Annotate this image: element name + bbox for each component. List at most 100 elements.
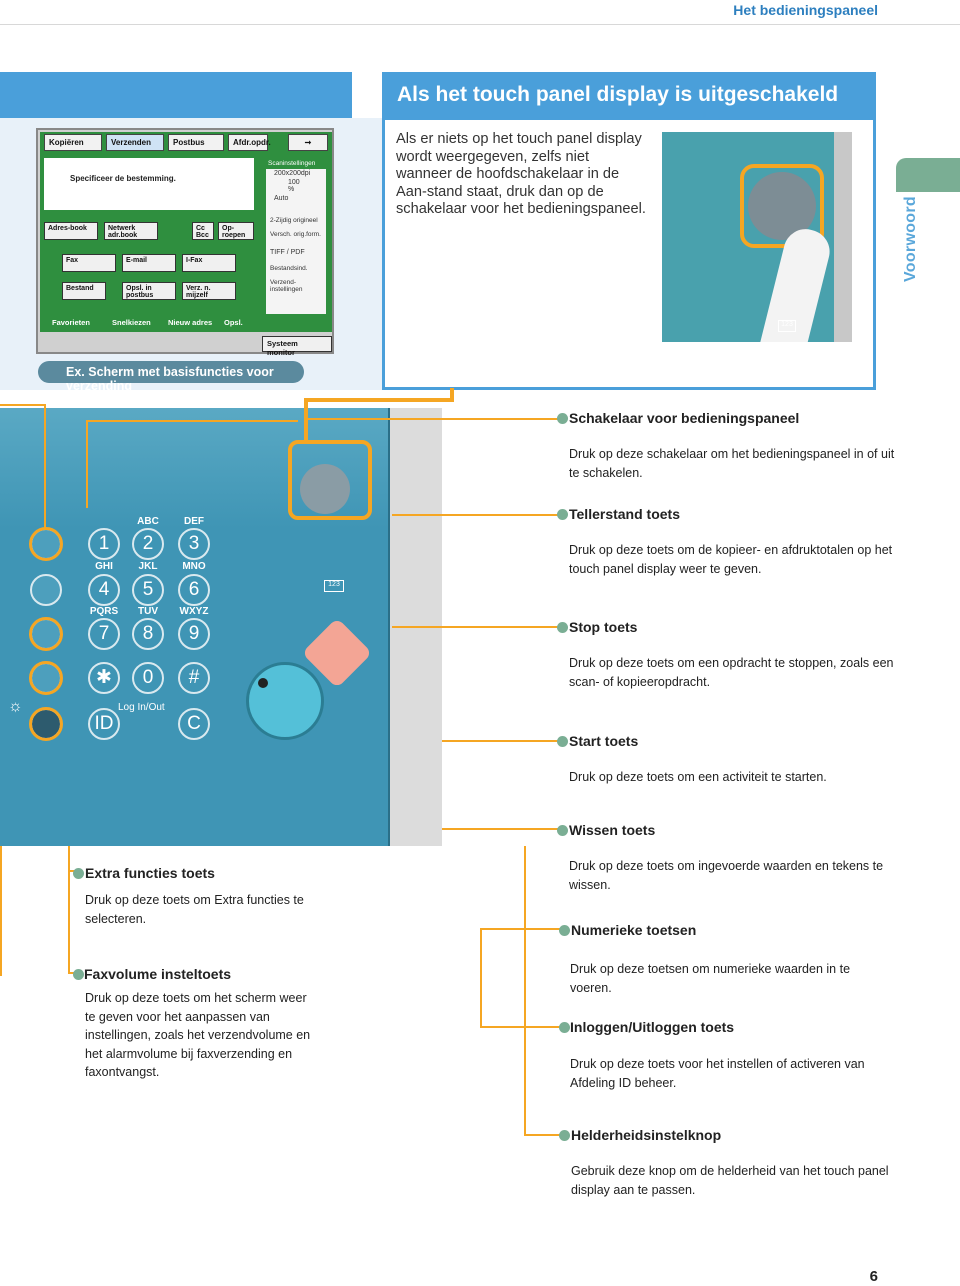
control-panel: ABC DEF 1 2 3 GHI JKL MNO 4 5 6 PQRS TUV… — [0, 408, 442, 846]
panel-divider — [388, 408, 390, 846]
login-label: Log In/Out — [118, 702, 165, 713]
leader-line — [450, 388, 454, 402]
mode-value[interactable]: Auto — [274, 195, 289, 202]
key-1[interactable]: 1 — [88, 528, 120, 560]
bullet-icon — [73, 969, 84, 980]
counter-badge: 123 — [778, 320, 796, 332]
favorites-button[interactable]: Favorieten — [52, 318, 90, 327]
bullet-icon — [557, 509, 568, 520]
key-2[interactable]: 2 — [132, 528, 164, 560]
item-desc-extra-functions: Druk op deze toets om Extra functies te … — [85, 893, 304, 926]
key-8[interactable]: 8 — [132, 618, 164, 650]
key-star[interactable]: ✱ — [88, 662, 120, 694]
leader-line — [392, 626, 562, 628]
power-switch-button[interactable] — [300, 464, 350, 514]
side-tab: Voorwoord — [896, 158, 960, 290]
leader-line — [68, 846, 70, 974]
item-desc-clear-key: Druk op deze toets om ingevoerde waarden… — [569, 859, 884, 892]
arrow-right-icon[interactable]: ➞ — [288, 134, 328, 151]
key-hash[interactable]: # — [178, 662, 210, 694]
bullet-icon — [559, 925, 570, 936]
blue-band — [0, 72, 352, 118]
login-logout-key[interactable]: ID — [88, 708, 120, 740]
key-letters-tuv: TUV — [138, 606, 158, 617]
item-desc-fax-volume: Druk op deze toets om het scherm weer te… — [85, 991, 311, 1079]
cc-bcc-button[interactable]: Cc Bcc — [192, 222, 214, 240]
bullet-icon — [557, 736, 568, 747]
bullet-icon — [557, 413, 568, 424]
key-9[interactable]: 9 — [178, 618, 210, 650]
panel-shading — [0, 408, 442, 528]
file-name-button[interactable]: Bestandsind. — [270, 265, 308, 272]
item-desc-login-key: Druk op deze toets voor het instellen of… — [570, 1057, 865, 1090]
reset-key-highlight — [29, 527, 63, 561]
ifax-button[interactable]: I-Fax — [182, 254, 236, 272]
key-4[interactable]: 4 — [88, 574, 120, 606]
key-0[interactable]: 0 — [132, 662, 164, 694]
key-3[interactable]: 3 — [178, 528, 210, 560]
network-address-book-button[interactable]: Netwerk adr.book — [104, 222, 158, 240]
highlight-ring — [740, 164, 824, 248]
leader-line — [44, 404, 46, 528]
key-letters-jkl: JKL — [138, 561, 158, 572]
scan-settings-label: Scaninstellingen — [266, 158, 326, 169]
leader-line — [86, 420, 298, 422]
leader-line — [86, 420, 88, 508]
destination-instruction: Specificeer de bestemming. — [70, 174, 176, 183]
new-address-button[interactable]: Nieuw adres — [168, 318, 213, 327]
tab-send[interactable]: Verzenden — [106, 134, 164, 151]
page-number: 6 — [869, 1268, 878, 1285]
clear-key[interactable]: C — [178, 708, 210, 740]
tab-print-jobs[interactable]: Afdr.opdr. — [228, 134, 271, 151]
item-title-start-key: Start toets — [569, 733, 639, 749]
recall-button[interactable]: Op-roepen — [218, 222, 254, 240]
item-title-login-key: Inloggen/Uitloggen toets — [570, 1019, 735, 1035]
store-in-mailbox-button[interactable]: Opsl. in postbus — [122, 282, 176, 300]
bullet-icon — [557, 825, 568, 836]
key-6[interactable]: 6 — [178, 574, 210, 606]
tab-mailbox[interactable]: Postbus — [168, 134, 224, 151]
power-switch-highlight — [288, 440, 372, 520]
side-tab-label: Voorwoord — [902, 196, 919, 282]
start-key[interactable] — [246, 662, 324, 740]
store-button[interactable]: Opsl. — [224, 318, 243, 327]
info-box-text: Als er niets op het touch panel display … — [396, 131, 646, 218]
help-key[interactable] — [30, 574, 62, 606]
item-title-stop-key: Stop toets — [569, 619, 638, 635]
bullet-icon — [557, 622, 568, 633]
item-title-brightness: Helderheidsinstelknop — [571, 1127, 722, 1143]
leader-line — [304, 398, 454, 402]
tab-copy[interactable]: Kopiëren — [44, 134, 102, 151]
system-monitor-button[interactable]: Systeem monitor — [262, 336, 332, 357]
send-to-myself-button[interactable]: Verz. n. mijzelf — [182, 282, 236, 300]
send-settings-button[interactable]: Verzend-instellingen — [270, 279, 303, 293]
item-desc-start-key: Druk op deze toets om een activiteit te … — [569, 770, 827, 784]
destination-list: Specificeer de bestemming. — [44, 158, 254, 210]
zoom-value[interactable]: 100 % — [288, 179, 300, 193]
resolution-value[interactable]: 200x200dpi — [274, 170, 311, 177]
leader-line — [392, 514, 562, 516]
leader-line — [480, 928, 562, 930]
side-tab-bar — [896, 158, 960, 192]
speed-dial-button[interactable]: Snelkiezen — [112, 318, 151, 327]
leader-line — [442, 740, 562, 742]
key-7[interactable]: 7 — [88, 618, 120, 650]
bullet-icon — [559, 1130, 570, 1141]
key-letters-wxyz: WXYZ — [179, 606, 209, 617]
item-title-panel-switch: Schakelaar voor bedieningspaneel — [569, 410, 800, 426]
key-5[interactable]: 5 — [132, 574, 164, 606]
key-letters-abc: ABC — [137, 516, 159, 527]
key-letters-ghi: GHI — [95, 561, 113, 572]
counter-check-key[interactable]: 123 — [324, 580, 344, 592]
address-book-button[interactable]: Adres-book — [44, 222, 98, 240]
email-button[interactable]: E-mail — [122, 254, 176, 272]
item-desc-panel-switch: Druk op deze schakelaar om het bediening… — [569, 447, 895, 480]
mixed-originals-button[interactable]: Versch. orig.form. — [270, 231, 321, 238]
brightness-icon: ☼ — [8, 698, 23, 715]
header-rule — [0, 24, 960, 25]
two-sided-original-button[interactable]: 2-Zijdig origineel — [270, 217, 318, 224]
file-button[interactable]: Bestand — [62, 282, 106, 300]
leader-line — [480, 928, 482, 1028]
fax-button[interactable]: Fax — [62, 254, 116, 272]
file-format-value[interactable]: TIFF / PDF — [270, 249, 305, 256]
